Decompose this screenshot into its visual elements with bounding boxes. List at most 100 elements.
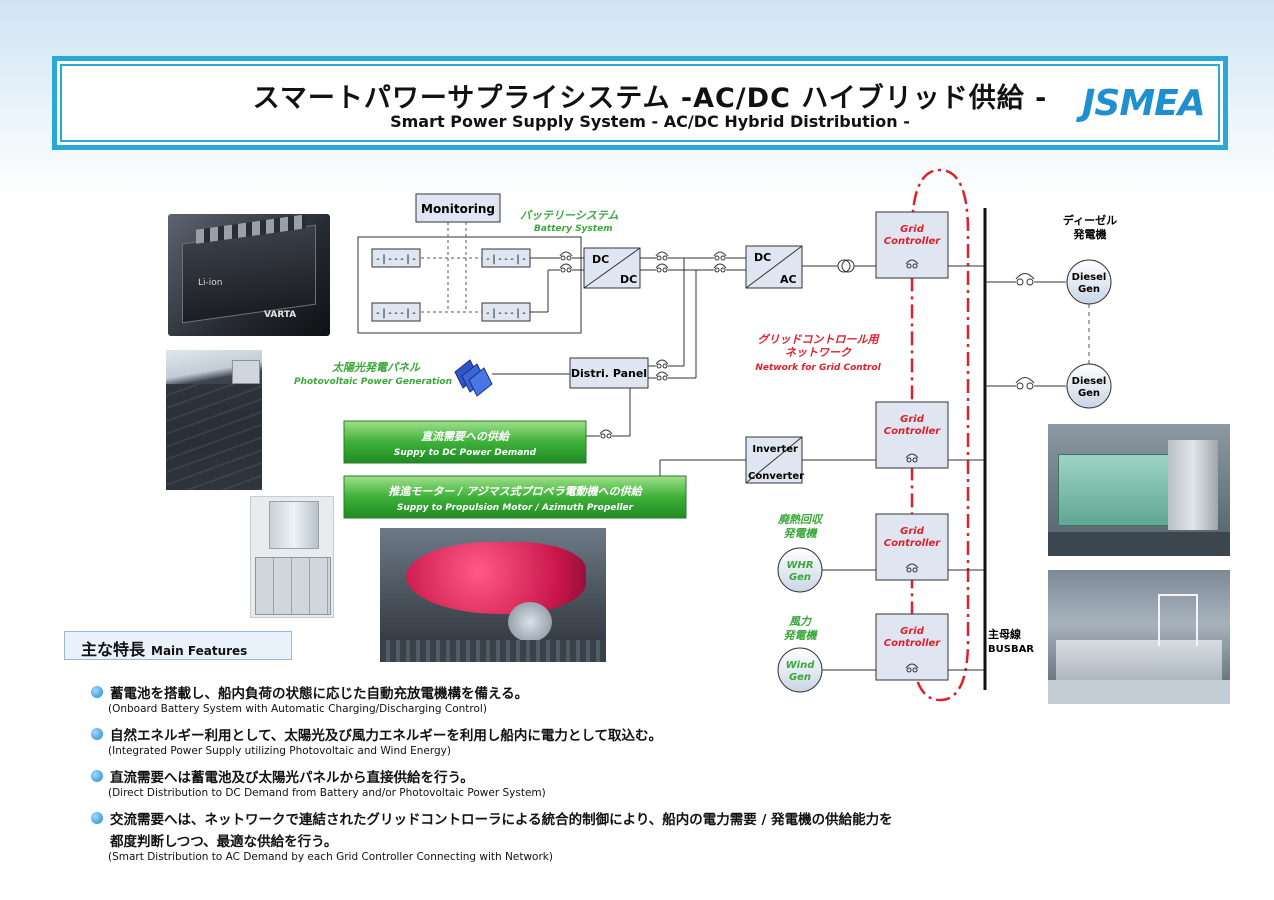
battery-system-label-en: Battery System — [534, 224, 613, 234]
solar-panel-icon — [454, 359, 493, 397]
breaker-icon — [655, 359, 669, 369]
breaker-icon — [655, 371, 669, 381]
pv-label-jp: 太陽光発電パネル — [331, 361, 421, 374]
svg-text:Gen: Gen — [789, 572, 811, 583]
grid-network-label-jp-2: ネットワーク — [785, 346, 852, 359]
whr-label-jp-1: 廃熱回収 — [777, 513, 824, 526]
svg-text:Diesel: Diesel — [1072, 272, 1107, 283]
battery-system-label-jp: バッテリーシステム — [520, 209, 618, 222]
jsmea-logo: JSMEA — [1082, 83, 1206, 124]
svg-text:-|---|-: -|---|- — [375, 254, 417, 265]
propulsion-label-jp: 推進モーター / アジマス式プロペラ電動機への供給 — [388, 485, 643, 498]
bullet-icon — [91, 728, 103, 740]
grid-control-network-loop — [910, 168, 970, 702]
feature-4-jp: 交流需要へは、ネットワークで連結されたグリッドコントローラによる統合的制御により… — [110, 812, 893, 828]
wind-label-jp-2: 発電機 — [784, 629, 819, 642]
dc-demand-label-en: Suppy to DC Power Demand — [394, 448, 537, 458]
inverter-label: Inverter — [752, 444, 798, 455]
breaker-icon — [655, 251, 669, 261]
propulsion-label-en: Suppy to Propulsion Motor / Azimuth Prop… — [397, 503, 634, 513]
feature-2-jp: 自然エネルギー利用として、太陽光及び風力エネルギーを利用し船内に電力として取込む… — [110, 728, 663, 744]
svg-text:Grid: Grid — [900, 526, 925, 537]
feature-1-en: (Onboard Battery System with Automatic C… — [108, 703, 487, 715]
converter-label: Converter — [748, 471, 804, 482]
grid-controller-3: Grid Controller — [875, 513, 949, 581]
whr-label-jp-2: 発電機 — [784, 527, 819, 540]
ship-deck-photo — [1048, 570, 1230, 704]
feature-3-jp: 直流需要へは蓄電池及び太陽光パネルから直接供給を行う。 — [110, 770, 474, 786]
svg-text:Gen: Gen — [1078, 284, 1100, 295]
solar-deck-photo — [166, 350, 262, 490]
breaker-icon — [713, 251, 727, 261]
page-title-jp: スマートパワーサプライシステム -AC/DC ハイブリッド供給 - — [252, 83, 1048, 114]
breaker-icon — [599, 429, 613, 439]
battery-brand-label: VARTA — [264, 310, 297, 320]
grid-controller-1: Grid Controller — [875, 211, 949, 279]
azimuth-propeller-photo — [380, 528, 606, 662]
wind-generator: Wind Gen — [777, 647, 823, 693]
svg-text:Grid: Grid — [900, 414, 925, 425]
dcdc-bottom-label: DC — [620, 273, 637, 286]
grid-network-label-jp-1: グリッドコントロール用 — [758, 333, 881, 346]
busbar-label-en: BUSBAR — [988, 644, 1034, 655]
svg-text:Wind: Wind — [786, 660, 816, 671]
svg-text:Diesel: Diesel — [1072, 376, 1107, 387]
feature-3-en: (Direct Distribution to DC Demand from B… — [108, 787, 546, 799]
header-frame — [52, 56, 1228, 150]
breaker-icon — [713, 263, 727, 273]
battery-pack-label: Li-ion — [198, 278, 223, 288]
diesel-generator-2: Diesel Gen — [1066, 363, 1112, 409]
breaker-icon — [1015, 377, 1035, 390]
battery-cell-4: -|---|- — [481, 302, 531, 322]
transformer-icon — [837, 259, 855, 273]
dc-demand-bar — [343, 420, 587, 464]
battery-cell-2: -|---|- — [481, 248, 531, 268]
svg-text:-|---|-: -|---|- — [485, 254, 527, 265]
wind-label-jp-1: 風力 — [788, 615, 812, 628]
battery-cell-3: -|---|- — [371, 302, 421, 322]
main-features-title-jp: 主な特長 — [81, 640, 146, 659]
propulsion-supply-bar — [343, 475, 687, 519]
svg-text:Controller: Controller — [884, 538, 942, 549]
busbar-label-jp: 主母線 — [988, 627, 1021, 641]
svg-text:Controller: Controller — [884, 236, 942, 247]
dcdc-top-label: DC — [592, 253, 609, 266]
diesel-generator-1: Diesel Gen — [1066, 259, 1112, 305]
breaker-icon — [559, 251, 573, 261]
engine-room-photo — [1048, 424, 1230, 556]
monitoring-label: Monitoring — [421, 202, 495, 216]
dcac-bottom-label: AC — [780, 273, 797, 286]
distribution-panel-box — [569, 357, 649, 389]
whr-generator: WHR Gen — [777, 547, 823, 593]
bullet-icon — [91, 686, 103, 698]
dc-demand-label-jp: 直流需要への供給 — [421, 430, 511, 443]
bullet-icon — [91, 812, 103, 824]
battery-photo: Li-ion VARTA — [168, 214, 330, 336]
feature-4-jp-cont: 都度判断しつつ、最適な供給を行う。 — [110, 834, 338, 850]
svg-text:-|---|-: -|---|- — [485, 308, 527, 319]
svg-text:Gen: Gen — [789, 672, 811, 683]
switchgear-photo — [250, 496, 334, 618]
breaker-icon — [655, 263, 669, 273]
battery-cell-1: -|---|- — [371, 248, 421, 268]
breaker-icon — [559, 263, 573, 273]
pv-label-en: Photovoltaic Power Generation — [294, 377, 452, 387]
main-features-title-en: Main Features — [151, 644, 248, 658]
grid-controller-2: Grid Controller — [875, 401, 949, 469]
dcac-top-label: DC — [754, 251, 771, 264]
monitoring-box — [415, 193, 501, 223]
feature-4-en: (Smart Distribution to AC Demand by each… — [108, 851, 553, 863]
distribution-panel-label: Distri. Panel — [571, 367, 647, 380]
svg-text:Controller: Controller — [884, 638, 942, 649]
svg-text:WHR: WHR — [786, 560, 813, 571]
svg-text:Grid: Grid — [900, 626, 925, 637]
bullet-icon — [91, 770, 103, 782]
breaker-icon — [1015, 273, 1035, 286]
svg-text:-|---|-: -|---|- — [375, 308, 417, 319]
feature-2-en: (Integrated Power Supply utilizing Photo… — [108, 745, 451, 757]
svg-text:Grid: Grid — [900, 224, 925, 235]
diesel-label-jp-1: ディーゼル — [1063, 213, 1117, 227]
svg-text:Gen: Gen — [1078, 388, 1100, 399]
svg-text:Controller: Controller — [884, 426, 942, 437]
